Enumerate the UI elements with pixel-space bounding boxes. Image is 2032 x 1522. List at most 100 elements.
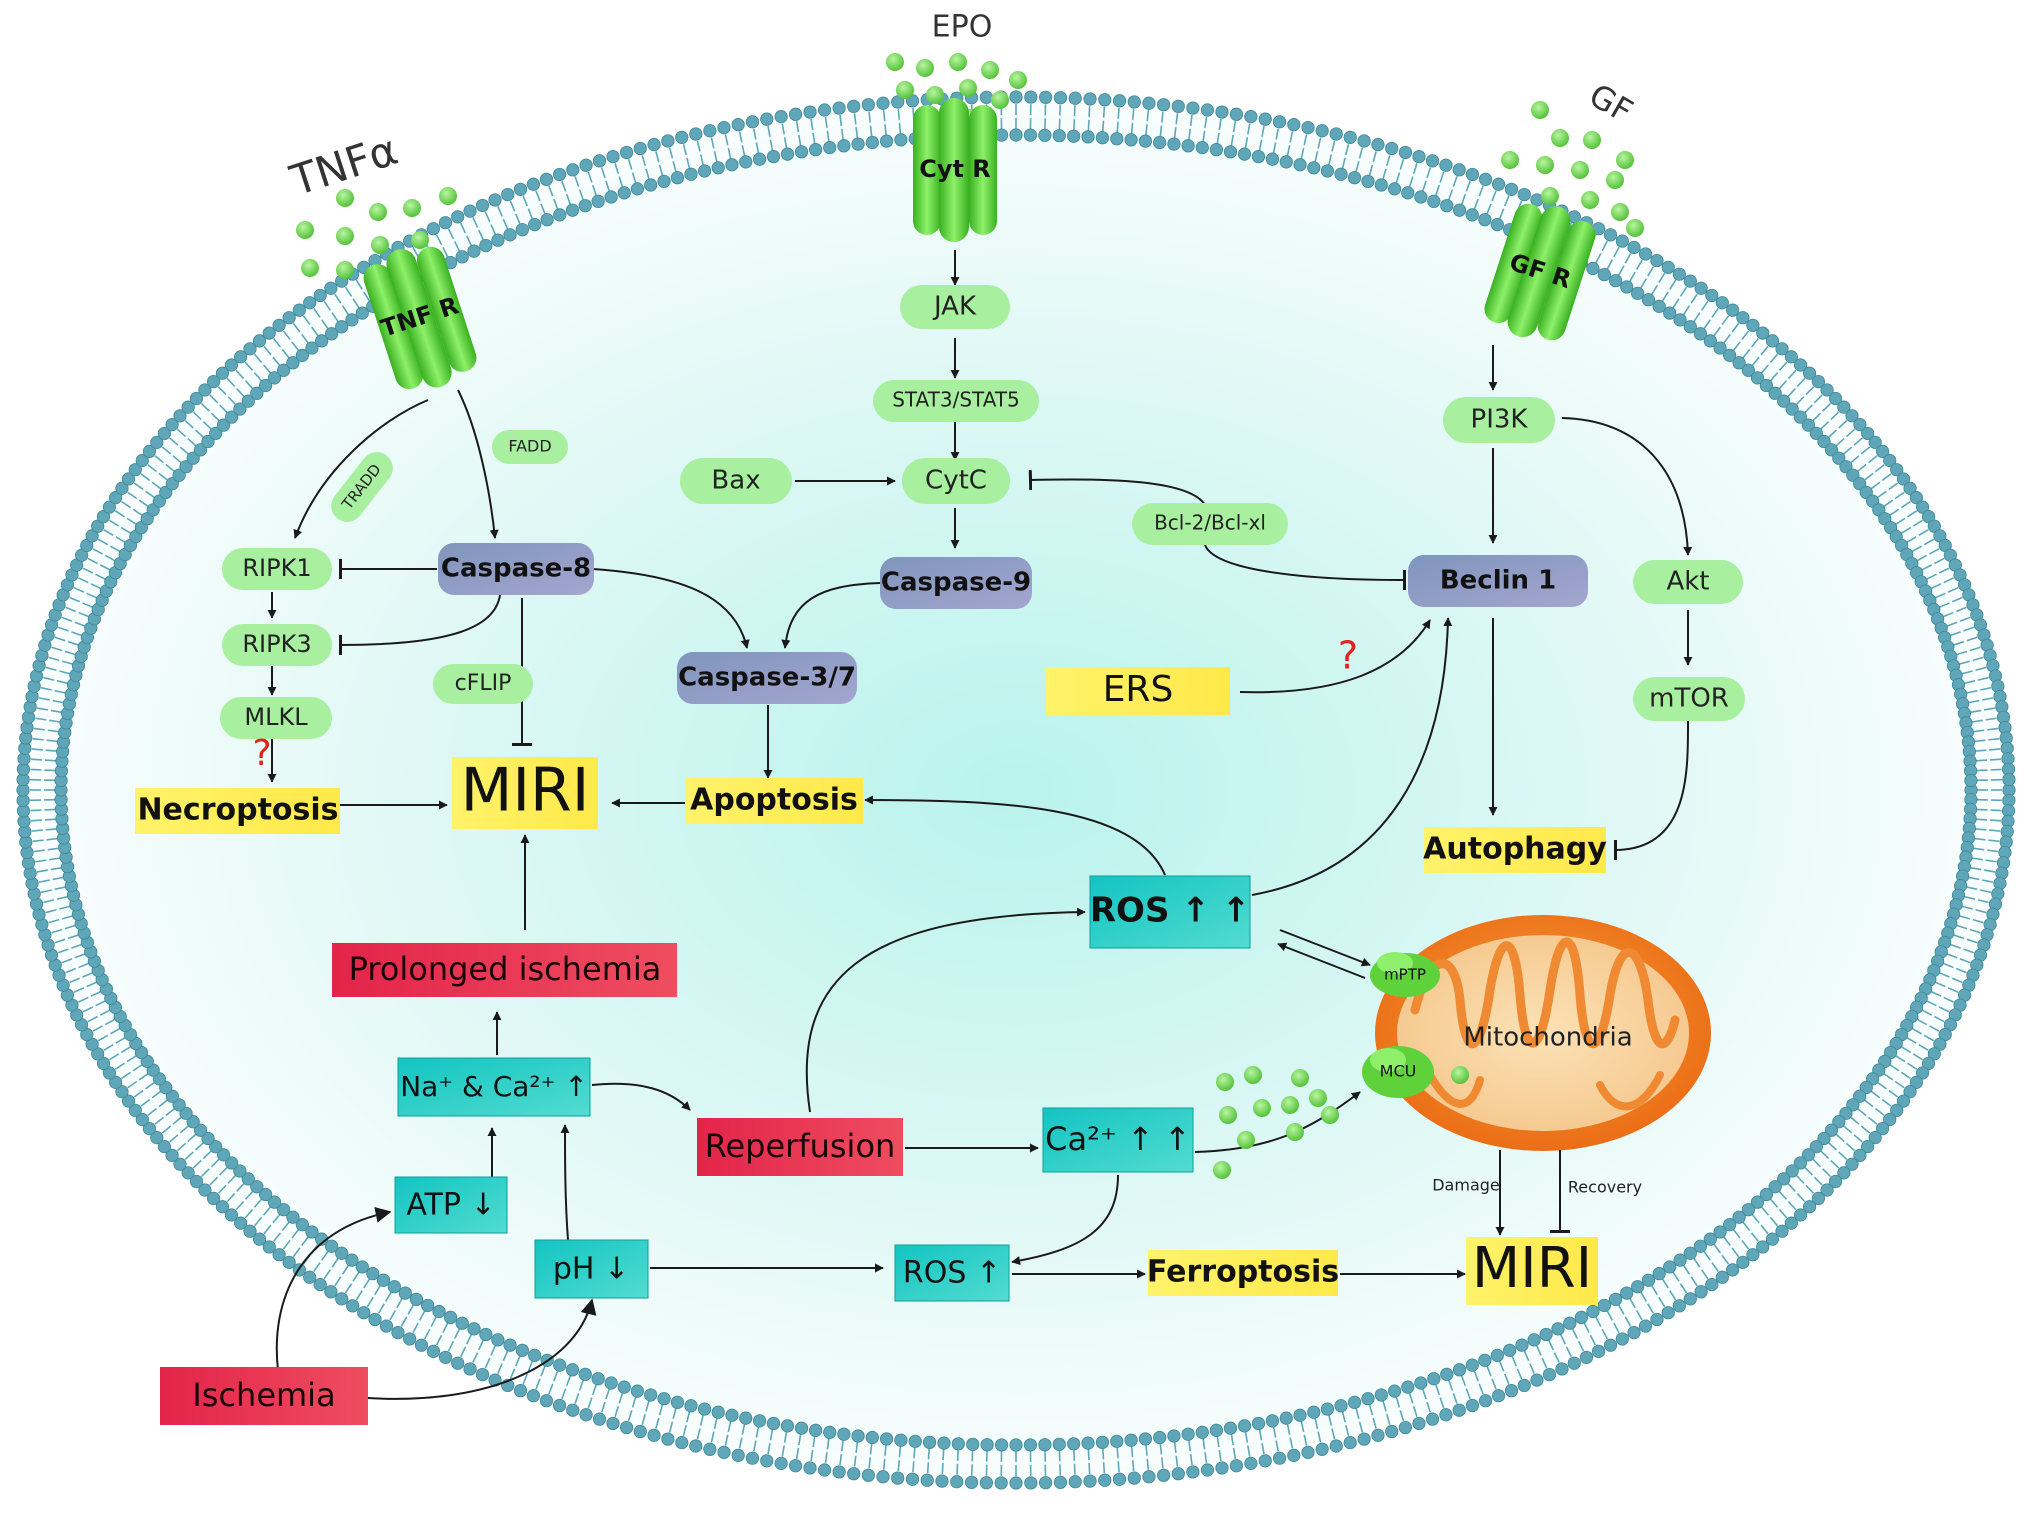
node-caspase8: Caspase-8 — [438, 543, 594, 595]
node-prolonged-ischemia: Prolonged ischemia — [332, 943, 677, 997]
node-beclin1: Beclin 1 — [1408, 555, 1588, 607]
ligand-particle — [1606, 171, 1624, 189]
node-mlkl: MLKL — [220, 697, 332, 739]
ligand-particle — [1541, 187, 1559, 205]
edge-ischemia-ph — [367, 1298, 597, 1400]
node-ca-high: Ca²⁺ ↑ ↑ — [1042, 1107, 1194, 1173]
tnf-receptor: TNF R — [363, 246, 477, 390]
svg-text:Ischemia: Ischemia — [192, 1376, 335, 1414]
ligand-particle — [336, 261, 354, 279]
ligand-particle — [1253, 1099, 1271, 1117]
svg-text:ROS ↑: ROS ↑ — [903, 1256, 1001, 1291]
edge-caspase8-caspase37 — [592, 568, 750, 649]
svg-text:Bcl-2/Bcl-xl: Bcl-2/Bcl-xl — [1154, 511, 1266, 535]
ligand-particle — [1611, 203, 1629, 221]
svg-text:Reperfusion: Reperfusion — [705, 1127, 896, 1165]
gf-label: GF — [1583, 76, 1639, 131]
edge-reperfusion-ros-high — [805, 907, 1086, 1113]
ligand-particle — [949, 53, 967, 71]
svg-text:Na⁺ & Ca²⁺ ↑: Na⁺ & Ca²⁺ ↑ — [400, 1070, 588, 1103]
question-mark-necroptosis: ? — [252, 733, 271, 774]
edge-pi3k-akt — [1561, 417, 1693, 556]
mcu-label: MCU — [1380, 1062, 1417, 1081]
edge-caspase9-caspase37 — [781, 582, 881, 649]
node-na-ca: Na⁺ & Ca²⁺ ↑ — [397, 1057, 591, 1117]
edge-ros-beclin1 — [1251, 617, 1453, 896]
ligand-particle — [1536, 156, 1554, 174]
ligand-particle — [1216, 1073, 1234, 1091]
node-fadd: FADD — [492, 430, 568, 464]
ligand-particle — [1286, 1123, 1304, 1141]
ligand-particle — [1309, 1089, 1327, 1107]
ligand-particle — [1219, 1106, 1237, 1124]
svg-text:RIPK1: RIPK1 — [242, 554, 311, 582]
node-ripk3: RIPK3 — [222, 624, 332, 666]
ligand-particles — [296, 53, 1644, 1179]
mptp-channel: mPTP — [1370, 952, 1440, 997]
ligand-particle — [926, 86, 944, 104]
mptp-label: mPTP — [1384, 966, 1426, 984]
node-ripk1: RIPK1 — [222, 548, 332, 590]
node-miri-top: MIRI — [452, 756, 598, 829]
node-bcl2: Bcl-2/Bcl-xl — [1132, 503, 1288, 545]
node-jak: JAK — [900, 285, 1010, 329]
epo-label: EPO — [932, 10, 993, 45]
svg-text:JAK: JAK — [932, 292, 977, 322]
node-caspase9: Caspase-9 — [880, 557, 1032, 609]
edge-bcl2-inhibit-cytc — [1028, 469, 1206, 506]
svg-text:MIRI: MIRI — [461, 756, 590, 826]
node-cflip: cFLIP — [433, 664, 533, 704]
ligand-particle — [1291, 1069, 1309, 1087]
svg-text:CytC: CytC — [925, 466, 987, 496]
cyt-receptor: Cyt R — [913, 98, 997, 242]
svg-text:PI3K: PI3K — [1471, 405, 1529, 435]
ligand-particle — [403, 199, 421, 217]
edge-tnfr-ripk1 — [293, 399, 429, 539]
edge-ph-naca — [560, 1124, 570, 1241]
mitochondria-label: Mitochondria — [1463, 1023, 1632, 1053]
ligand-particle — [1501, 151, 1519, 169]
node-reperfusion: Reperfusion — [697, 1118, 903, 1176]
svg-text:Prolonged ischemia: Prolonged ischemia — [349, 950, 662, 988]
edge-tnfr-caspase8 — [457, 389, 499, 539]
ligand-particle — [896, 81, 914, 99]
svg-text:Necroptosis: Necroptosis — [137, 793, 338, 828]
svg-text:cFLIP: cFLIP — [455, 671, 512, 696]
svg-text:pH ↓: pH ↓ — [553, 1252, 629, 1287]
cell-membrane — [16, 90, 2016, 1490]
ligand-particle — [296, 221, 314, 239]
node-pi3k: PI3K — [1443, 397, 1555, 443]
question-mark-ers: ? — [1338, 634, 1358, 678]
cyt-r-label: Cyt R — [919, 155, 991, 183]
edge-ros-apoptosis — [864, 795, 1166, 876]
svg-text:Autophagy: Autophagy — [1423, 832, 1607, 867]
ligand-particle — [981, 61, 999, 79]
node-ers: ERS — [1046, 667, 1230, 715]
node-stat: STAT3/STAT5 — [873, 380, 1039, 422]
ligand-particle — [991, 91, 1009, 109]
ligand-particle — [336, 227, 354, 245]
edge-ros-mitochondria — [1279, 929, 1371, 967]
node-ros-high: ROS ↑ ↑ — [1089, 875, 1251, 949]
node-ros: ROS ↑ — [894, 1244, 1010, 1302]
ligand-particle — [439, 187, 457, 205]
svg-text:RIPK3: RIPK3 — [242, 630, 311, 658]
ligand-particle — [1213, 1161, 1231, 1179]
node-caspase37: Caspase-3/7 — [677, 652, 857, 704]
svg-text:FADD: FADD — [508, 437, 551, 456]
ligand-particle — [1571, 161, 1589, 179]
edge-ers-beclin1 — [1239, 619, 1431, 694]
ligand-particle — [1237, 1131, 1255, 1149]
ligand-particle — [1581, 191, 1599, 209]
node-ferroptosis: Ferroptosis — [1147, 1250, 1339, 1296]
svg-text:Caspase-9: Caspase-9 — [881, 568, 1031, 598]
edge-mitochondria-ros — [1277, 942, 1366, 979]
pathway-edges — [267, 250, 1693, 1400]
svg-text:STAT3/STAT5: STAT3/STAT5 — [892, 388, 1020, 412]
mcu-channel: MCU — [1362, 1046, 1434, 1098]
edge-naca-reperfusion — [591, 1082, 691, 1111]
damage-label: Damage — [1432, 1176, 1500, 1195]
ligand-particle — [1009, 71, 1027, 89]
edge-mtor-inhibit-autophagy — [1613, 719, 1690, 861]
